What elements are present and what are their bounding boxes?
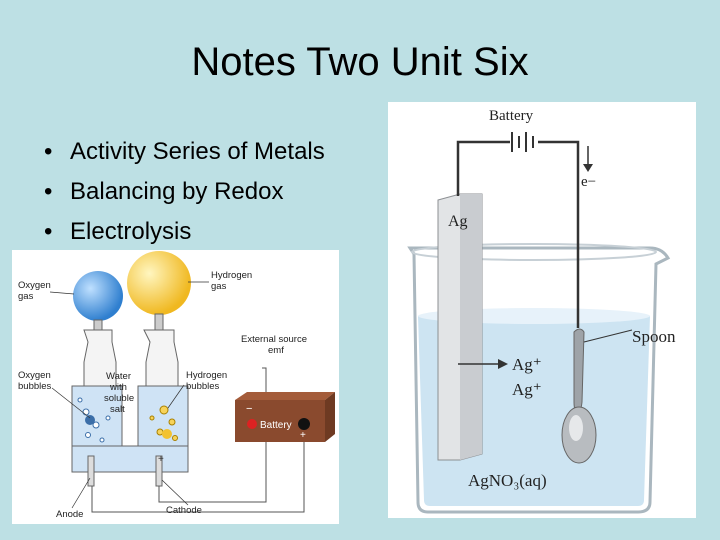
battery-icon: − +: [235, 392, 335, 442]
battery-label: Battery: [260, 420, 292, 431]
spoon-icon: [561, 328, 597, 464]
svg-text:+: +: [158, 454, 164, 465]
bullet-item: • Balancing by Redox: [44, 172, 325, 212]
hydrogen-bubbles-label: Hydrogen: [186, 370, 227, 381]
electrolysis-diagram: + − + Battery Oxygen gas Hydrogen gas Ex…: [18, 251, 335, 520]
hydrogen-bubbles-label: bubbles: [186, 381, 220, 392]
bullet-item: • Activity Series of Metals: [44, 132, 325, 172]
battery-label: Battery: [489, 108, 534, 124]
bullet-dot-icon: •: [44, 178, 53, 205]
bullet-item: • Electrolysis: [44, 212, 325, 252]
h-tube-icon: [71, 329, 189, 487]
oxygen-bubbles-label: bubbles: [18, 381, 52, 392]
bullet-dot-icon: •: [44, 218, 53, 245]
electron-label: e−: [581, 174, 596, 190]
water-label: salt: [110, 404, 125, 415]
oxygen-gas-label: gas: [18, 291, 34, 302]
ion-label: Ag⁺: [512, 380, 542, 399]
anode-label: Anode: [56, 509, 83, 520]
external-source-label: External source: [241, 334, 307, 345]
water-label: Water: [106, 371, 131, 382]
silver-plating-figure: Battery e− Ag Spoon Ag⁺ Ag⁺ AgNO₃(aq): [388, 102, 696, 518]
water-label: soluble: [104, 393, 134, 404]
silver-plating-diagram: Battery e− Ag Spoon Ag⁺ Ag⁺ AgNO₃(aq): [407, 108, 676, 514]
bullet-list: • Activity Series of Metals • Balancing by…: [44, 132, 325, 252]
oxygen-bubbles-label: Oxygen: [18, 370, 51, 381]
water-label: with: [109, 382, 127, 393]
bullet-text: Activity Series of Metals: [70, 138, 325, 165]
cathode-label: Cathode: [166, 505, 202, 516]
battery-symbol-icon: [511, 132, 534, 152]
oxygen-gas-label: Oxygen: [18, 280, 51, 291]
beaker-icon: [407, 246, 671, 514]
external-source-label: emf: [268, 345, 284, 356]
bullet-text: Electrolysis: [70, 218, 192, 245]
electrolysis-figure: + − + Battery Oxygen gas Hydrogen gas Ex…: [12, 250, 339, 524]
slide-title: Notes Two Unit Six: [191, 40, 529, 84]
electrode-label: Ag: [448, 213, 468, 230]
svg-text:+: +: [300, 430, 306, 441]
solution-label: AgNO₃(aq): [468, 471, 547, 490]
bullet-text: Balancing by Redox: [70, 178, 284, 205]
hydrogen-gas-label: gas: [211, 281, 227, 292]
svg-text:−: −: [246, 403, 252, 415]
hydrogen-gas-label: Hydrogen: [211, 270, 252, 281]
ion-label: Ag⁺: [512, 355, 542, 374]
spoon-label: Spoon: [632, 327, 676, 346]
bullet-dot-icon: •: [44, 138, 53, 165]
hydrogen-balloon-icon: [127, 251, 191, 315]
oxygen-balloon-icon: [73, 271, 123, 321]
